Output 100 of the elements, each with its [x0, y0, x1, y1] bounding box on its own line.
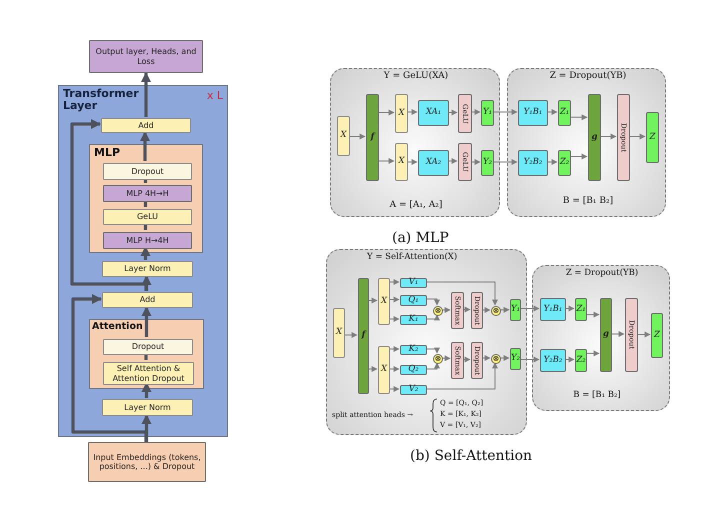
function-bar: f	[358, 278, 369, 394]
arrow	[406, 159, 418, 165]
process-box: MLP H→4H	[103, 232, 192, 249]
multiply-circle: ⊗	[433, 306, 443, 316]
arrow	[520, 356, 540, 362]
group-title: Z = Dropout(YB)	[564, 269, 640, 278]
arrow	[570, 114, 588, 120]
process-box: X	[333, 308, 345, 358]
dashed-panel	[507, 68, 666, 217]
arrow	[600, 134, 617, 140]
arrow	[142, 306, 152, 337]
arrow	[388, 346, 400, 352]
arrow	[610, 331, 625, 337]
output-box: Y₁	[510, 299, 521, 321]
process-box: Layer Norm	[102, 399, 193, 416]
arrow	[406, 109, 418, 115]
arrow	[482, 355, 491, 361]
matrix-box: Y₂B₂	[540, 349, 566, 372]
process-box: Dropout	[103, 339, 193, 355]
arrow	[470, 159, 481, 165]
arrow	[70, 119, 148, 291]
arrow	[462, 306, 471, 312]
process-box: Dropout	[103, 163, 192, 180]
arrow	[344, 332, 358, 338]
arrow	[388, 386, 400, 392]
arrow	[426, 362, 440, 370]
process-box: X	[395, 143, 408, 181]
output-box: Z₂	[575, 349, 587, 372]
matrix-box: XA₁	[418, 100, 449, 126]
arrow	[492, 159, 518, 165]
function-bar: g	[588, 94, 601, 181]
block-panel	[89, 319, 204, 389]
dashed-panel	[326, 249, 527, 435]
arrow	[520, 306, 540, 312]
output-box: Z₁	[575, 298, 587, 321]
process-box: X	[378, 278, 390, 325]
arrow	[482, 307, 491, 313]
arrow	[348, 134, 366, 140]
arrow	[448, 158, 458, 164]
arrow	[378, 110, 395, 116]
formula-text: x L	[206, 90, 223, 102]
output-box: Y₂	[481, 150, 494, 176]
process-box: Add	[101, 118, 191, 133]
function-bar: f	[366, 94, 379, 181]
arrow	[564, 356, 575, 362]
arrow	[442, 306, 451, 313]
block-panel	[89, 144, 203, 253]
matrix-box: Q₁	[400, 295, 427, 306]
arrow	[368, 366, 378, 372]
group-title: Y = GeLU(XA)	[382, 72, 450, 82]
matrix-box: Q₂	[400, 365, 427, 375]
matrix-box: Y₁B₁	[518, 100, 548, 126]
formula-text: B = [B₁ B₂]	[562, 197, 614, 207]
output-box: Z	[651, 313, 663, 358]
arrow	[142, 275, 152, 291]
output-box: Y₂	[510, 348, 521, 370]
layer-panel	[58, 85, 228, 437]
matrix-box: V₁	[400, 278, 427, 288]
matrix-box: K₂	[400, 345, 427, 355]
dashed-panel	[532, 265, 670, 411]
matrix-box: Y₁B₁	[540, 298, 566, 321]
arrow	[388, 296, 400, 302]
group-title: Y = Self-Attention(X)	[367, 253, 458, 262]
multiply-circle: ⊗	[491, 306, 501, 316]
arrow	[462, 356, 471, 362]
process-box: X	[378, 346, 390, 394]
process-box: GeLU	[103, 209, 192, 225]
arrow	[388, 316, 400, 322]
matrix-box: V₂	[400, 385, 427, 395]
multiply-circle: ⊗	[433, 354, 443, 364]
arrow	[140, 246, 150, 260]
process-box: X	[395, 94, 408, 133]
group-title: Attention	[92, 322, 144, 332]
arrow	[141, 72, 151, 117]
arrow	[442, 355, 451, 362]
arrow	[546, 159, 558, 165]
arrow	[140, 131, 150, 161]
arrow	[426, 362, 498, 390]
arrow	[546, 109, 558, 115]
arrow	[586, 312, 600, 318]
arrow	[388, 366, 400, 372]
caption-text: (b) Self-Attention	[410, 448, 532, 464]
arrow	[368, 298, 378, 304]
process-box: Layer Norm	[102, 261, 193, 277]
output-box: Z₁	[558, 100, 571, 126]
arrow	[570, 154, 588, 160]
process-box: Output layer, Heads, and Loss	[89, 40, 203, 73]
arrow	[636, 332, 651, 338]
process-box: MLP 4H→H	[103, 185, 192, 202]
formula-text: B = [B₁ B₂]	[572, 391, 622, 400]
arrow	[142, 414, 152, 442]
arrow	[426, 348, 440, 354]
arrow	[564, 306, 575, 312]
multiply-circle: ⊗	[491, 354, 501, 364]
arrow	[448, 110, 458, 116]
arrow	[426, 282, 498, 306]
formula-text: A = [A₁, A₂]	[388, 201, 444, 211]
arrow	[426, 298, 440, 306]
output-box: Z₂	[558, 150, 571, 176]
arrow	[492, 109, 518, 115]
